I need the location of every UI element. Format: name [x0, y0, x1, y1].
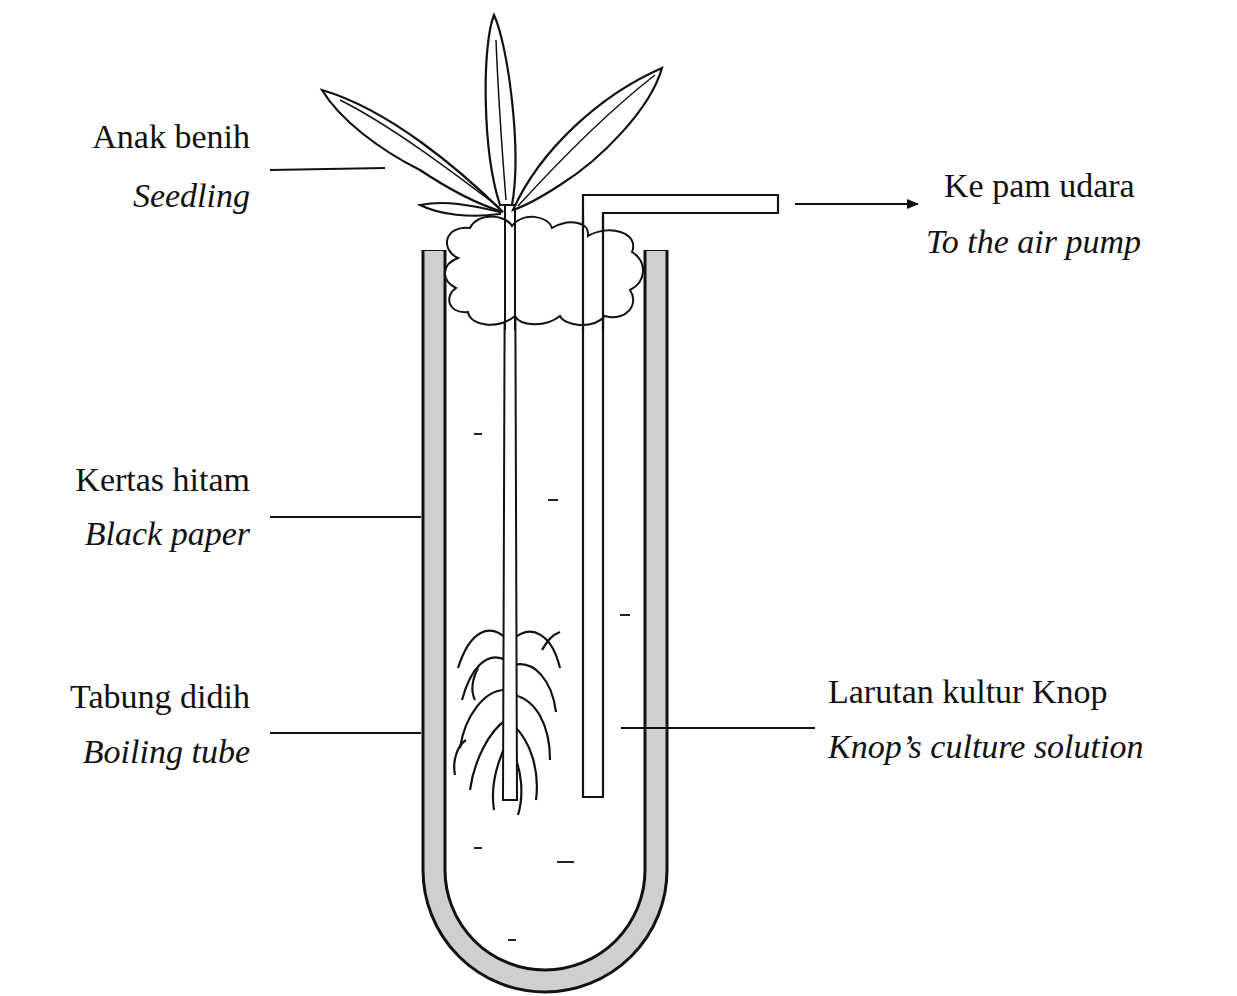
part-label: Black paper — [85, 514, 250, 554]
air-tube-upper — [583, 215, 603, 330]
solution-marks — [474, 434, 630, 940]
part-label: Kertas hitam — [75, 460, 250, 500]
seedling-leaves — [322, 15, 662, 216]
stem-upper — [505, 205, 515, 330]
part-label: Larutan kultur Knop — [828, 672, 1108, 712]
part-label: Knop’s culture solution — [828, 727, 1143, 767]
boiling-tube — [434, 250, 656, 981]
cotton-wool — [445, 217, 643, 326]
part-label: Anak benih — [92, 117, 250, 157]
part-label: Ke pam udara — [944, 166, 1135, 206]
flow-arrow — [795, 203, 918, 205]
part-label: Boiling tube — [83, 732, 250, 772]
part-label: Seedling — [133, 176, 250, 216]
leader-lines — [270, 168, 815, 733]
part-label: To the air pump — [926, 222, 1141, 262]
part-label: Tabung didih — [70, 677, 250, 717]
